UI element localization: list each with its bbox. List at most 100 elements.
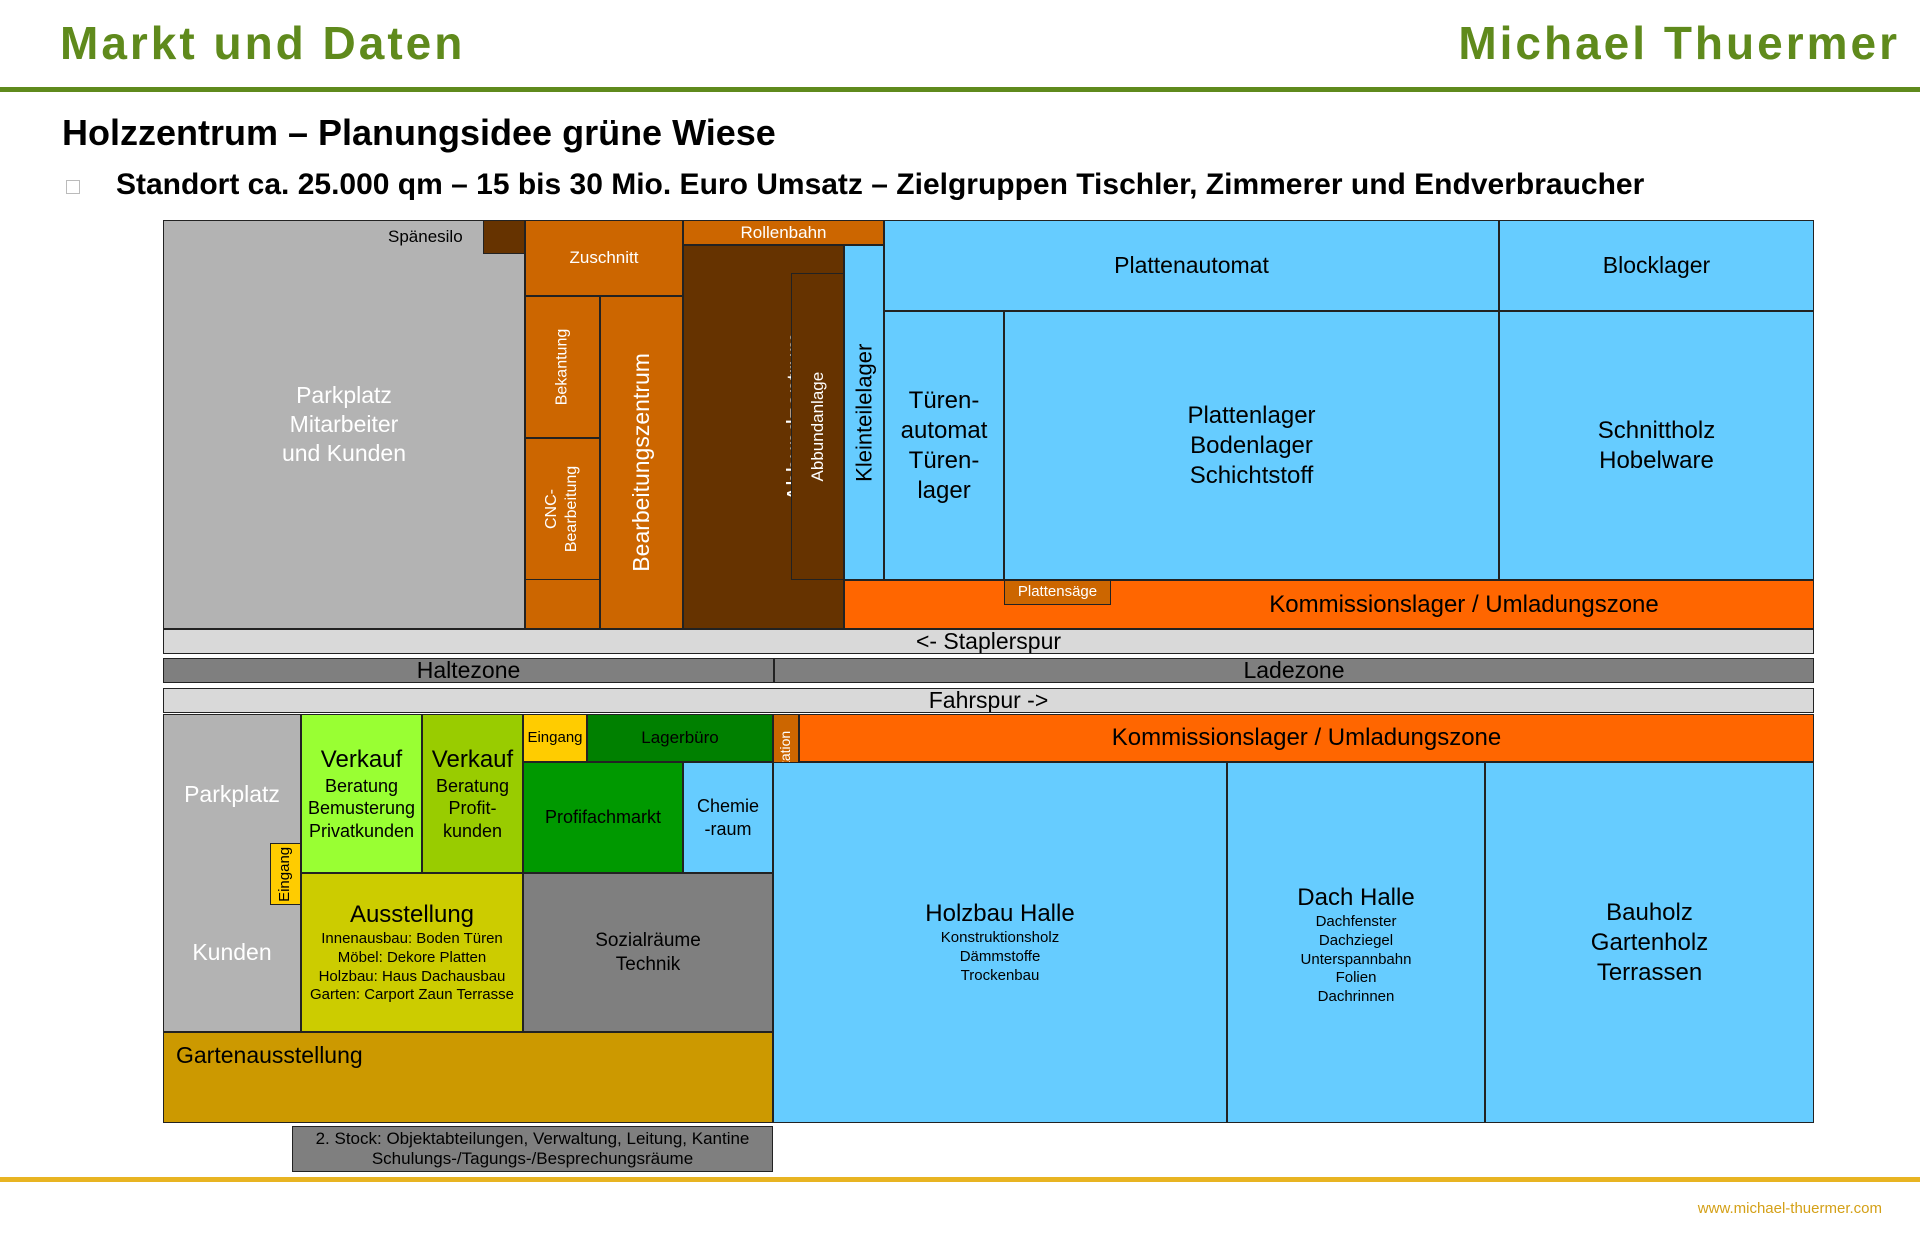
kunden-label: Kunden — [192, 938, 272, 965]
rollenbahn-label: Rollenbahn — [740, 222, 827, 242]
lane-fahrspur: Fahrspur -> — [163, 688, 1814, 713]
cnc-line2: Bearbeitung — [563, 465, 581, 553]
eingang-links-label: Eingang — [276, 846, 294, 902]
bearbeitungszentrum-label: Bearbeitungszentrum — [628, 353, 655, 572]
parkplatz-top-line3: und Kunden — [281, 439, 407, 466]
verkauf1-title: Verkauf — [320, 745, 403, 773]
verkauf2-title: Verkauf — [431, 745, 514, 773]
verkauf2-line3: kunden — [442, 820, 503, 841]
area-plattensaege: Plattensäge — [1004, 580, 1111, 605]
lagerbuero-label: Lagerbüro — [641, 728, 719, 748]
area-lagerbuero: Lagerbüro — [587, 714, 773, 762]
bauholz-line1: Bauholz — [1606, 898, 1693, 926]
header-right-title: Michael Thuermer — [1458, 17, 1900, 69]
plattenlager-line2: Bodenlager — [1190, 431, 1313, 459]
lane-ladezone: Ladezone — [774, 658, 1814, 683]
profifachmarkt-label: Profifachmarkt — [544, 807, 662, 828]
ausstellung-line3: Holzbau: Haus Dachausbau — [318, 967, 506, 985]
area-holzbau-halle: Holzbau Halle Konstruktionsholz Dämmstof… — [773, 762, 1227, 1123]
plattenlager-line1: Plattenlager — [1187, 401, 1316, 429]
parkplatz-top-line2: Mitarbeiter — [289, 411, 399, 438]
sozialraeume-line1: Sozialräume — [595, 929, 701, 951]
footer-url: www.michael-thuermer.com — [1697, 1200, 1882, 1217]
cnc-line1: CNC- — [543, 489, 561, 530]
chemieraum-line1: Chemie — [696, 796, 760, 816]
area-sozialraeume: Sozialräume Technik — [523, 873, 773, 1032]
slide-title: Holzzentrum – Planungsidee grüne Wiese — [62, 112, 776, 153]
chemieraum-line2: -raum — [704, 818, 752, 839]
ausstellung-line4: Garten: Carport Zaun Terrasse — [310, 986, 514, 1004]
zuschnitt-label: Zuschnitt — [569, 248, 639, 268]
verkauf1-line3: Privatkunden — [308, 820, 415, 841]
area-kleinteilelager: Kleinteilelager — [844, 245, 884, 580]
bauholz-line3: Terrassen — [1596, 958, 1703, 986]
area-eingang-links: Eingang — [270, 843, 301, 905]
area-plattenlager: Plattenlager Bodenlager Schichtstoff — [1004, 311, 1499, 580]
area-bekantung: Bekantung — [525, 296, 600, 438]
area-dach-halle: Dach Halle Dachfenster Dachziegel Unters… — [1227, 762, 1485, 1123]
tueren-line4: lager — [917, 476, 971, 504]
plattenlager-line3: Schichtstoff — [1189, 461, 1314, 489]
dach-line5: Dachrinnen — [1317, 988, 1395, 1005]
kleinteilelager-label: Kleinteilelager — [851, 343, 877, 482]
area-tuerenautomat: Türen- automat Türen- lager — [884, 311, 1004, 580]
bullet-icon — [66, 180, 80, 194]
lane-haltezone: Haltezone — [163, 658, 774, 683]
holzbau-title: Holzbau Halle — [925, 900, 1075, 928]
ausstellung-line2: Möbel: Dekore Platten — [337, 948, 487, 966]
area-blocklager: Blocklager — [1499, 220, 1814, 311]
area-ausstellung: Ausstellung Innenausbau: Boden Türen Möb… — [301, 873, 523, 1032]
verkauf1-line2: Bemusterung — [307, 798, 416, 819]
abbundanlage-label: Abbundanlage — [807, 371, 827, 482]
verkauf2-line2: Profit- — [448, 798, 497, 819]
ausstellung-line1: Innenausbau: Boden Türen — [321, 930, 503, 947]
ladezone-label: Ladezone — [1243, 658, 1345, 683]
plattenautomat-label: Plattenautomat — [1114, 252, 1269, 279]
fahrspur-label: Fahrspur -> — [928, 688, 1049, 713]
verkauf1-line1: Beratung — [324, 775, 399, 796]
ausstellung-title: Ausstellung — [349, 901, 475, 928]
area-bearbeitungszentrum: Bearbeitungszentrum — [600, 296, 683, 629]
holzbau-line3: Trockenbau — [960, 966, 1040, 984]
plattensaege-label: Plattensäge — [1017, 583, 1098, 601]
dach-line3: Unterspannbahn — [1300, 950, 1412, 968]
area-zuschnitt: Zuschnitt — [525, 220, 683, 296]
tueren-line1: Türen- — [908, 386, 980, 414]
haltezone-label: Haltezone — [416, 658, 521, 683]
area-kommissionslager-oben: Kommissionslager / Umladungszone — [844, 580, 1814, 629]
area-abbundanlage: Abbundanlage — [791, 273, 844, 580]
area-spaenesilo — [483, 220, 525, 254]
kommissionslager-oben-label: Kommissionslager / Umladungszone — [1269, 590, 1659, 618]
area-unterbau-orange — [525, 580, 600, 629]
slide-subtitle: Standort ca. 25.000 qm – 15 bis 30 Mio. … — [116, 168, 1645, 201]
gartenausstellung-label: Gartenausstellung — [176, 1042, 363, 1068]
dach-line4: Folien — [1335, 969, 1377, 987]
eingang-oben-label: Eingang — [527, 729, 583, 746]
area-verkauf-profitkunden: Verkauf Beratung Profit- kunden — [422, 714, 523, 873]
area-gartenausstellung: Gartenausstellung — [163, 1032, 773, 1123]
area-plattenautomat: Plattenautomat — [884, 220, 1499, 311]
schnittholz-line1: Schnittholz — [1597, 416, 1716, 444]
label-spaenesilo: Spänesilo — [388, 227, 463, 246]
blocklager-label: Blocklager — [1602, 252, 1711, 279]
holzbau-line2: Dämmstoffe — [959, 948, 1041, 966]
area-eingang-oben: Eingang — [523, 714, 587, 762]
area-bauholz: Bauholz Gartenholz Terrassen — [1485, 762, 1814, 1123]
parkplatz-top-line1: Parkplatz — [296, 382, 392, 409]
header-divider — [0, 87, 1920, 92]
tueren-line3: Türen- — [908, 446, 980, 474]
bauholz-line2: Gartenholz — [1590, 928, 1709, 956]
tueren-line2: automat — [900, 416, 988, 444]
lane-staplerspur: <- Staplerspur — [163, 629, 1814, 654]
staplerspur-label: <- Staplerspur — [915, 629, 1062, 654]
area-cnc-bearbeitung: CNC- Bearbeitung — [525, 438, 600, 580]
sozialraeume-line2: Technik — [615, 953, 681, 975]
dach-line1: Dachfenster — [1315, 913, 1397, 930]
area-verkauf-privatkunden: Verkauf Beratung Bemusterung Privatkunde… — [301, 714, 422, 873]
verkauf2-line1: Beratung — [435, 775, 510, 796]
area-schnittholz: Schnittholz Hobelware — [1499, 311, 1814, 580]
area-chemieraum: Chemie -raum — [683, 762, 773, 873]
bekantung-label: Bekantung — [553, 328, 571, 406]
stock2-line2: Schulungs-/Tagungs-/Besprechungsräume — [371, 1149, 694, 1168]
area-parkplatz-mitarbeiter: Parkplatz Mitarbeiter und Kunden — [163, 220, 525, 629]
